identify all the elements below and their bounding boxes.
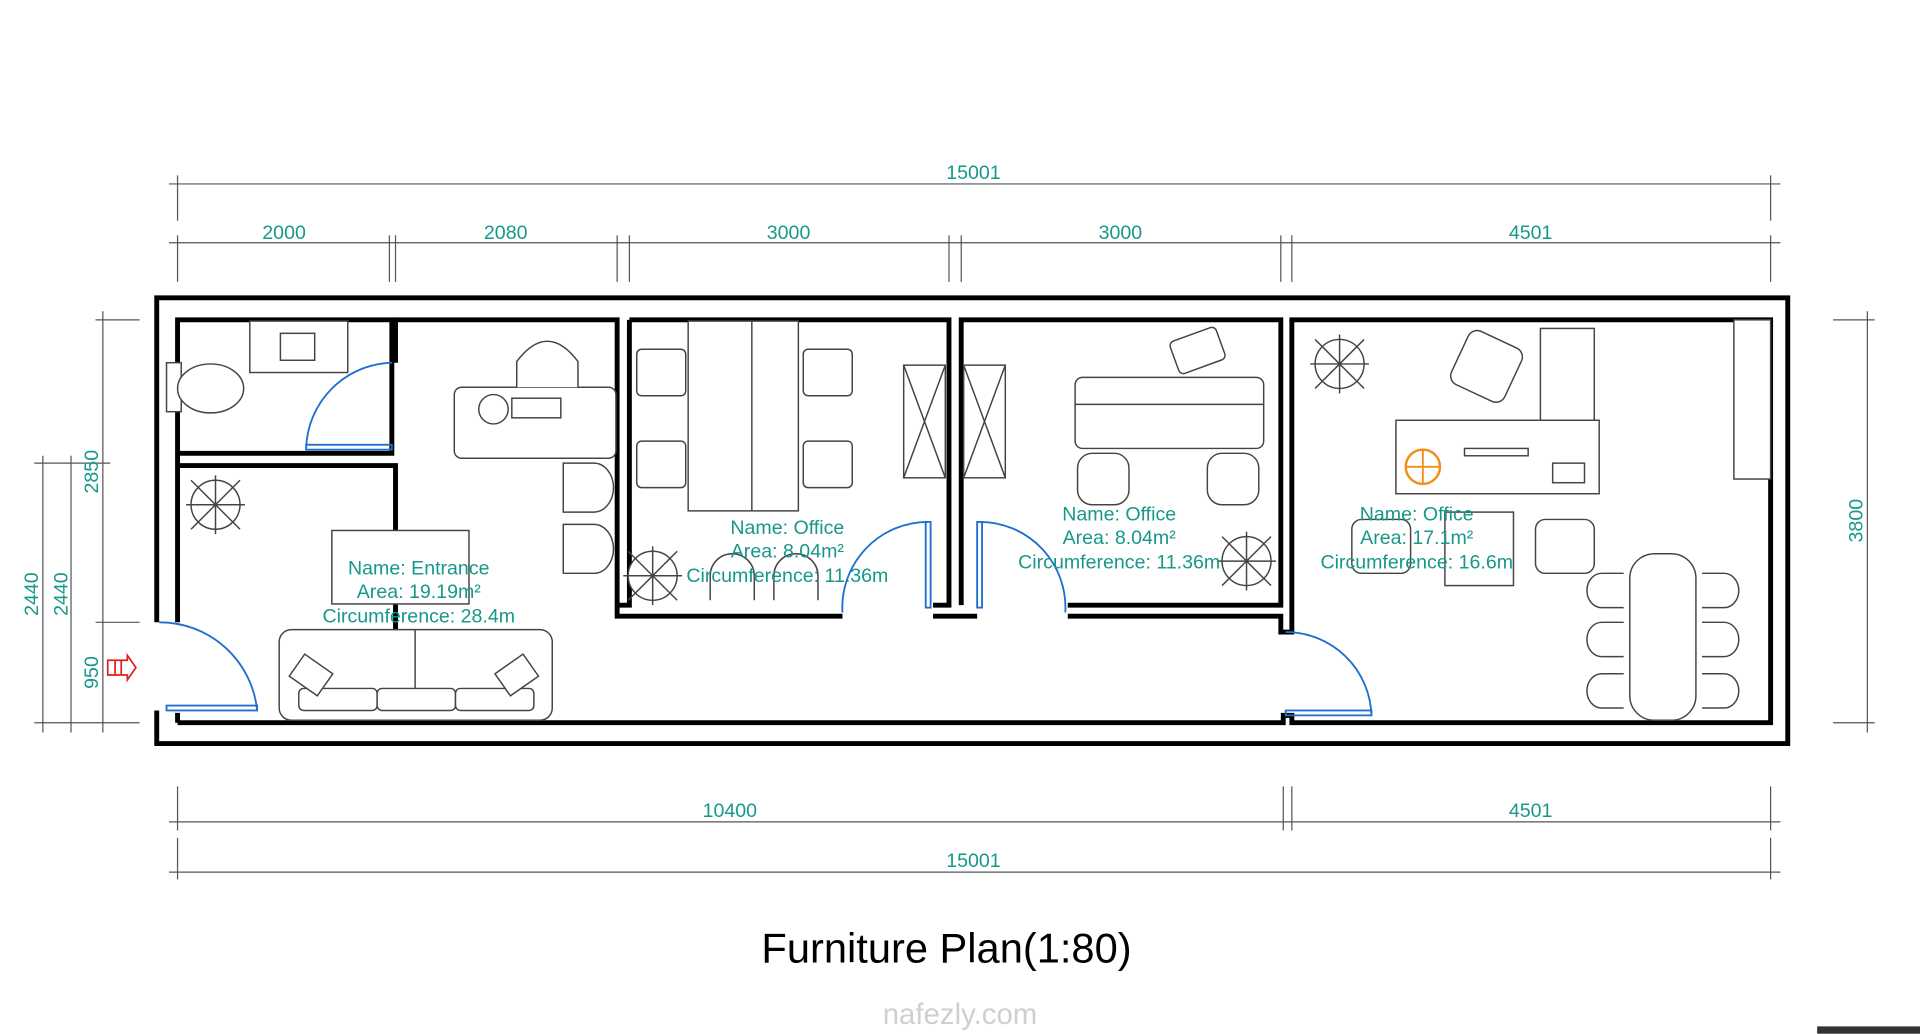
meeting-table-icon <box>1629 553 1697 721</box>
dimension-label: 10400 <box>703 800 758 822</box>
room-label-entrance: Name: Entrance Area: 19.19m² Circumferen… <box>322 558 515 628</box>
dimension-label: 2440 <box>50 572 72 616</box>
svg-text:Area: 19.19m²: Area: 19.19m² <box>357 581 482 603</box>
dimension-label: 950 <box>81 656 103 689</box>
furniture <box>165 319 1772 721</box>
room-label-office-3: Name: Office Area: 17.1m² Circumference:… <box>1320 504 1513 574</box>
chair-icon <box>636 440 687 489</box>
wardrobe-icon <box>1733 319 1772 480</box>
plan-title: Furniture Plan(1:80) <box>761 925 1131 972</box>
dimension-right: 3800 <box>1833 311 1875 733</box>
room-label-office-1: Name: Office Area: 8.04m² Circumference:… <box>686 517 888 587</box>
dimension-bottom-total: 15001 <box>168 837 1781 880</box>
dimension-label: 2440 <box>21 572 43 616</box>
chair-icon <box>1169 326 1226 375</box>
chair-icon <box>1534 518 1596 575</box>
svg-text:Name: Office: Name: Office <box>1062 504 1176 526</box>
chairs-icon <box>562 462 615 575</box>
dimension-top-total: 15001 <box>168 162 1781 221</box>
walls <box>154 295 1791 746</box>
dimension-label: 15001 <box>946 850 1000 872</box>
watermark: nafezly.com <box>883 998 1038 1031</box>
plant-icon <box>1310 334 1369 394</box>
dimension-label: 3000 <box>1099 222 1143 244</box>
dimension-label: 4501 <box>1509 222 1553 244</box>
svg-text:Circumference: 11.36m: Circumference: 11.36m <box>1018 551 1220 573</box>
dimension-left: 2850 950 2440 2440 <box>21 311 140 733</box>
coffee-table-icon <box>331 529 470 605</box>
side-table-icon <box>1444 511 1515 587</box>
chair-icon <box>636 348 687 397</box>
chair-icon <box>516 340 579 388</box>
svg-text:Name: Entrance: Name: Entrance <box>348 558 490 580</box>
chair-icon <box>1351 518 1412 575</box>
door-office-1 <box>841 520 929 613</box>
dimension-label: 15001 <box>946 162 1000 184</box>
svg-text:Circumference: 16.6m: Circumference: 16.6m <box>1320 551 1513 573</box>
desk-icon <box>1074 376 1265 450</box>
side-cabinet-icon <box>1539 327 1596 421</box>
corner-bar <box>1817 1026 1920 1034</box>
dimension-label: 2850 <box>81 450 103 494</box>
chairs-icon <box>1702 572 1740 709</box>
chair-icon <box>1206 452 1260 506</box>
dimension-top-segments: 2000 2080 3000 3000 4501 <box>168 222 1781 282</box>
chair-icon <box>802 348 853 397</box>
dimension-label: 3000 <box>767 222 811 244</box>
svg-text:Circumference: 28.4m: Circumference: 28.4m <box>322 605 515 627</box>
door-office-3 <box>1285 631 1373 716</box>
exit-arrow-icon <box>106 652 137 683</box>
svg-text:Area: 17.1m²: Area: 17.1m² <box>1360 527 1474 549</box>
chairs-icon <box>1586 572 1624 709</box>
doors <box>159 361 1373 717</box>
door-office-2 <box>979 520 1067 613</box>
chairs-icon <box>709 553 819 601</box>
door-entrance <box>159 621 259 711</box>
plant-icon <box>623 546 683 606</box>
chair-icon <box>1076 452 1130 506</box>
svg-text:Area: 8.04m²: Area: 8.04m² <box>731 540 845 562</box>
dimension-label: 3800 <box>1845 499 1867 543</box>
workstation-desk-icon <box>687 320 800 512</box>
svg-text:Name: Office: Name: Office <box>730 517 844 539</box>
svg-text:Area: 8.04m²: Area: 8.04m² <box>1063 527 1177 549</box>
plant-icon <box>1217 531 1276 591</box>
chair-icon <box>1449 329 1524 403</box>
door-toilet <box>305 361 392 449</box>
svg-text:Circumference: 11.36m: Circumference: 11.36m <box>686 565 888 587</box>
svg-text:Name: Office: Name: Office <box>1360 504 1474 526</box>
plant-icon <box>186 475 245 535</box>
dimension-label: 2000 <box>262 222 306 244</box>
chair-icon <box>802 440 853 489</box>
dimension-bottom-segments: 10400 4501 <box>168 786 1781 831</box>
room-label-office-2: Name: Office Area: 8.04m² Circumference:… <box>1018 504 1220 574</box>
dimension-label: 2080 <box>484 222 528 244</box>
dimension-label: 4501 <box>1509 800 1553 822</box>
